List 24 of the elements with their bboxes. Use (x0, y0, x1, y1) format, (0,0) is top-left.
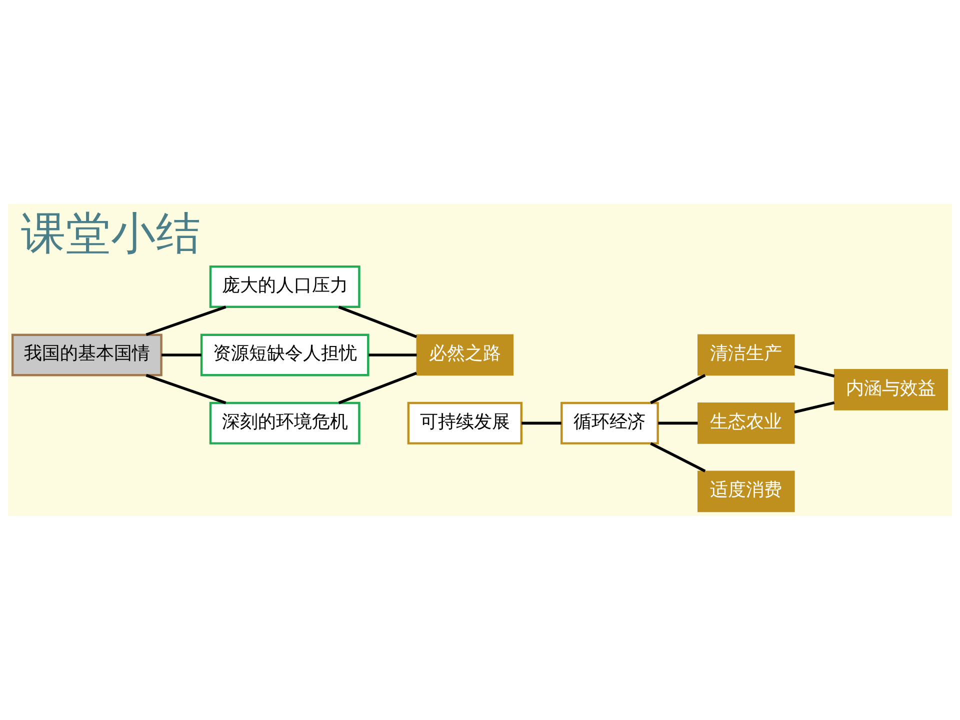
connector (650, 374, 706, 404)
connector (146, 374, 226, 404)
connector (522, 422, 562, 425)
diagram-title: 课堂小结 (20, 206, 201, 260)
node-box: 我国的基本国情 (11, 334, 162, 376)
connector (794, 365, 835, 378)
connector (338, 372, 418, 404)
node-box: 清洁生产 (698, 334, 795, 376)
connector (338, 306, 418, 338)
connector (161, 354, 202, 356)
connector (146, 306, 226, 336)
node-box: 生态农业 (698, 402, 795, 444)
node-box: 可持续发展 (407, 402, 522, 444)
node-box: 庞大的人口压力 (209, 266, 360, 308)
connector (658, 422, 698, 425)
node-box: 适度消费 (698, 470, 795, 512)
connector (794, 401, 835, 414)
node-box: 深刻的环境危机 (209, 402, 360, 444)
node-box: 内涵与效益 (834, 368, 948, 410)
connector (650, 442, 706, 472)
node-box: 循环经济 (560, 402, 659, 444)
node-box: 必然之路 (416, 334, 514, 376)
node-box: 资源短缺令人担忧 (200, 334, 370, 376)
connector (368, 354, 417, 356)
